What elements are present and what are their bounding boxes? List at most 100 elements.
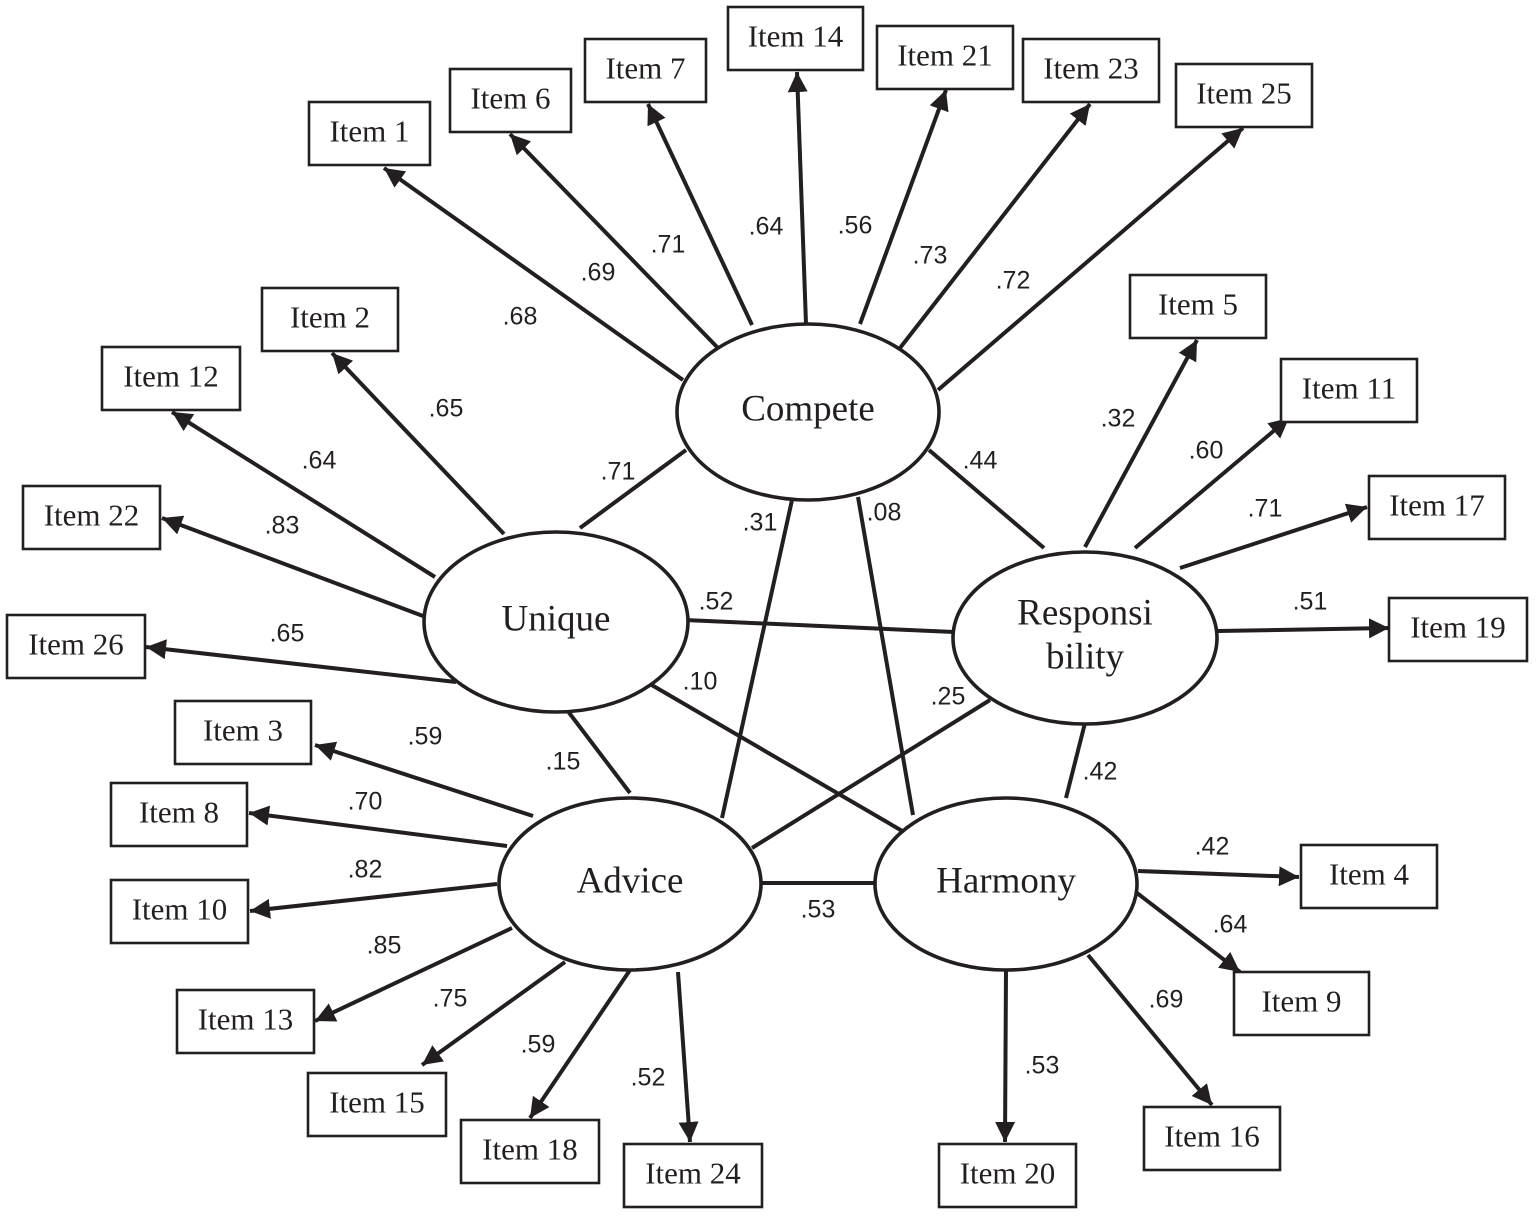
loading-arrow-item5	[1083, 339, 1199, 548]
item-box-item4	[1299, 843, 1439, 910]
correlation-value-compete-harmony: .08	[867, 499, 902, 527]
item-box-item17	[1367, 474, 1507, 541]
loading-arrow-item17	[1179, 503, 1368, 570]
item-node-item3: Item 3	[173, 699, 313, 766]
loading-value-item2: .65	[429, 395, 464, 423]
correlation-line-compete-advice	[720, 499, 794, 819]
item-box-item18	[459, 1118, 601, 1185]
item-box-item9	[1232, 970, 1371, 1037]
factor-label-compete: Compete	[741, 388, 875, 429]
correlation-value-compete-responsibility: .44	[963, 447, 998, 475]
loading-arrow-item2	[330, 351, 506, 536]
item-label-item2: Item 2	[290, 300, 370, 335]
item-box-item26	[5, 613, 147, 680]
correlation-line-unique-advice	[565, 708, 632, 795]
correlation-line-compete-harmony	[856, 496, 915, 816]
item-label-item21: Item 21	[897, 38, 993, 73]
item-box-item10	[109, 878, 250, 945]
item-label-item18: Item 18	[482, 1132, 578, 1167]
item-node-item17: Item 17	[1367, 474, 1507, 541]
item-node-item26: Item 26	[5, 613, 147, 680]
loading-arrow-item1	[382, 166, 685, 382]
item-node-item22: Item 22	[21, 484, 162, 551]
item-box-item14	[726, 5, 865, 72]
factor-label-responsibility-line-2: bility	[1046, 636, 1125, 677]
loading-value-item6: .69	[581, 259, 616, 287]
item-box-item15	[306, 1071, 448, 1138]
loading-arrow-item21	[858, 89, 949, 325]
item-label-item1: Item 1	[329, 114, 409, 149]
item-box-item7	[583, 37, 708, 104]
loading-value-item5: .32	[1101, 405, 1136, 433]
item-label-item25: Item 25	[1196, 76, 1292, 111]
loading-arrow-item20	[995, 969, 1016, 1143]
item-node-item13: Item 13	[175, 988, 316, 1055]
item-label-item19: Item 19	[1410, 610, 1506, 645]
item-node-item12: Item 12	[100, 345, 242, 412]
loading-value-item24: .52	[631, 1064, 666, 1092]
item-box-item16	[1142, 1105, 1282, 1172]
correlation-value-compete-unique: .71	[601, 458, 636, 486]
loading-value-item10: .82	[348, 856, 383, 884]
item-label-item11: Item 11	[1302, 371, 1396, 406]
item-label-item9: Item 9	[1261, 984, 1341, 1019]
item-label-item26: Item 26	[28, 627, 124, 662]
loading-arrow-item14	[787, 71, 808, 325]
item-label-item4: Item 4	[1329, 857, 1410, 892]
correlation-value-responsibility-advice: .25	[931, 683, 966, 711]
item-node-item18: Item 18	[459, 1118, 601, 1185]
item-node-item8: Item 8	[109, 781, 249, 848]
loading-value-item8: .70	[348, 788, 383, 816]
item-node-item11: Item 11	[1279, 357, 1419, 424]
item-label-item6: Item 6	[470, 81, 550, 116]
item-box-item1	[307, 100, 432, 167]
item-label-item3: Item 3	[203, 713, 283, 748]
correlation-value-unique-advice: .15	[546, 748, 581, 776]
item-node-item15: Item 15	[306, 1071, 448, 1138]
factor-label-responsibility-line-1: Responsi	[1017, 592, 1153, 633]
loading-value-item7: .71	[651, 231, 686, 259]
item-node-item19: Item 19	[1387, 596, 1529, 663]
factor-node-advice: Advice	[497, 796, 763, 972]
factor-ellipse-unique	[422, 530, 690, 714]
loading-arrow-item22	[161, 515, 424, 618]
correlation-value-advice-harmony: .53	[801, 896, 836, 924]
item-node-item9: Item 9	[1232, 970, 1371, 1037]
loading-value-item13: .85	[367, 932, 402, 960]
correlation-value-responsibility-harmony: .42	[1083, 758, 1118, 786]
item-box-item3	[173, 699, 313, 766]
item-box-item8	[109, 781, 249, 848]
item-node-item5: Item 5	[1128, 273, 1268, 340]
item-box-item13	[175, 988, 316, 1055]
loading-arrow-item24	[676, 971, 699, 1143]
loading-arrow-item6	[508, 132, 720, 350]
item-node-item23: Item 23	[1021, 37, 1161, 104]
item-box-item2	[260, 286, 400, 353]
loading-arrow-item13	[314, 926, 513, 1023]
factor-ellipse-responsibility	[951, 550, 1219, 726]
loading-arrow-item4	[1137, 866, 1300, 887]
item-box-item20	[937, 1142, 1078, 1209]
loading-arrow-item25	[936, 126, 1245, 392]
correlation-line-responsibility-advice	[750, 698, 992, 850]
loading-value-item19: .51	[1293, 588, 1328, 616]
factor-ellipse-harmony	[873, 796, 1139, 972]
item-box-item25	[1174, 62, 1314, 129]
item-box-item23	[1021, 37, 1161, 104]
correlation-line-unique-harmony	[648, 682, 906, 834]
loading-value-item26: .65	[270, 620, 305, 648]
item-label-item15: Item 15	[329, 1085, 425, 1120]
loading-arrow-item9	[1135, 891, 1242, 974]
loading-value-item21: .56	[838, 212, 873, 240]
loading-arrow-item26	[145, 639, 457, 684]
item-box-item5	[1128, 273, 1268, 340]
loading-value-item14: .64	[749, 213, 784, 241]
loading-value-item11: .60	[1189, 437, 1224, 465]
loading-arrow-item19	[1217, 618, 1390, 639]
loading-value-item25: .72	[996, 267, 1031, 295]
item-node-item1: Item 1	[307, 100, 432, 167]
loading-value-item23: .73	[913, 242, 948, 270]
item-node-item25: Item 25	[1174, 62, 1314, 129]
